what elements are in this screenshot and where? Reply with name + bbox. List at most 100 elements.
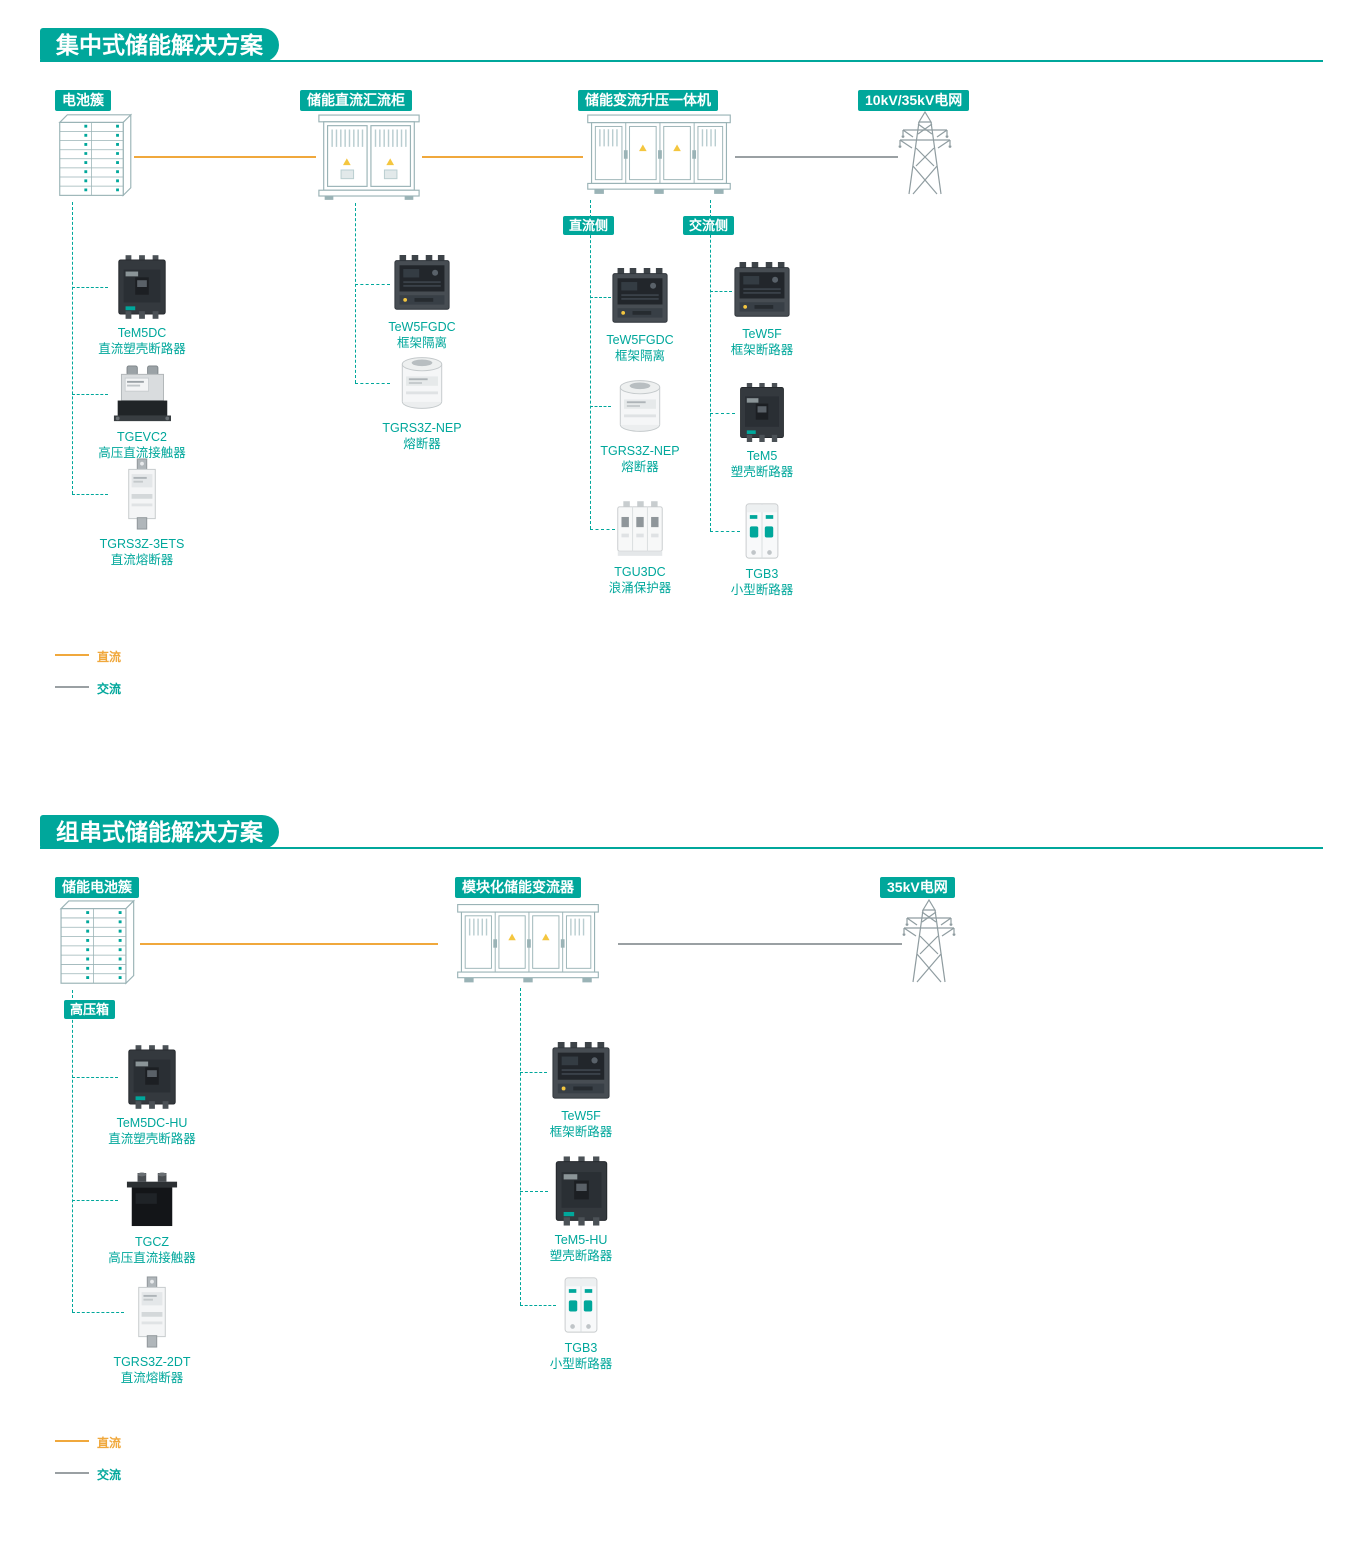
product-desc: 直流塑壳断路器: [108, 1132, 196, 1146]
product-desc: 框架断路器: [549, 1125, 613, 1139]
product-name: TGEVC2: [116, 430, 167, 444]
node-label-pcs-booster: 储能变流升压一体机: [578, 90, 718, 111]
product-name: TeM5-HU: [554, 1233, 608, 1247]
dashed-connector: [590, 406, 611, 407]
dashed-connector: [520, 1191, 548, 1192]
product-name: TGB3: [564, 1341, 598, 1355]
node-label-ess-battery-cluster: 储能电池簇: [55, 877, 139, 898]
transmission-tower-icon: [902, 898, 956, 986]
ac-side-tag: 交流侧: [683, 216, 735, 235]
product-name: TeM5: [746, 449, 778, 463]
dashed-connector: [710, 200, 711, 531]
product-tgrs3z-nep-dc: TGRS3Z-NEP 熔断器: [578, 375, 702, 475]
legend-ac-label: 交流: [97, 682, 122, 696]
dc-line-battery-to-combiner: [134, 156, 316, 158]
acb-icon: [549, 1042, 613, 1102]
product-desc: 直流熔断器: [120, 1371, 184, 1385]
dashed-connector: [710, 413, 735, 414]
legend-ac-label: 交流: [97, 1468, 122, 1482]
battery-rack-icon: [48, 898, 138, 990]
dashed-connector: [520, 1305, 556, 1306]
product-name: TGRS3Z-3ETS: [99, 537, 185, 551]
mcb-icon: [740, 502, 784, 560]
product-name: TGRS3Z-2DT: [113, 1355, 191, 1369]
product-desc: 塑壳断路器: [549, 1249, 613, 1263]
acb-icon: [391, 255, 453, 313]
product-tew5fgdc: TeW5FGDC 框架隔离: [360, 255, 484, 351]
dashed-connector: [72, 287, 108, 288]
product-tgcz: TGCZ 高压直流接触器: [90, 1172, 214, 1266]
dashed-connector: [590, 529, 615, 530]
product-desc: 框架断路器: [730, 343, 794, 357]
dashed-connector: [520, 988, 521, 1305]
product-tew5f-2: TeW5F 框架断路器: [519, 1042, 643, 1140]
product-tew5f: TeW5F 框架断路器: [700, 262, 824, 358]
section-1-title: 集中式储能解决方案: [40, 28, 279, 62]
product-name: TGCZ: [134, 1235, 170, 1249]
product-desc: 直流塑壳断路器: [98, 342, 186, 356]
pcs-container-icon: [583, 108, 735, 200]
dc-line-combiner-to-pcs: [422, 156, 583, 158]
product-desc: 框架隔离: [614, 349, 665, 363]
product-name: TGU3DC: [614, 565, 666, 579]
product-tem5: TeM5 塑壳断路器: [700, 383, 824, 480]
contactor-icon: [125, 1172, 179, 1228]
product-tgu3dc: TGU3DC 浪涌保护器: [578, 500, 702, 596]
product-tgrs3z-2dt: TGRS3Z-2DT 直流熔断器: [90, 1276, 214, 1386]
dashed-connector: [72, 1200, 118, 1201]
section-2-title: 组串式储能解决方案: [40, 815, 279, 849]
product-name: TGRS3Z-NEP: [600, 444, 680, 458]
cylindrical-fuse-icon: [612, 375, 668, 437]
product-tew5fgdc-dc: TeW5FGDC 框架隔离: [578, 268, 702, 364]
product-desc: 熔断器: [621, 460, 659, 474]
dashed-connector: [520, 1072, 547, 1073]
contactor-icon: [113, 365, 171, 423]
transmission-tower-icon: [898, 110, 952, 198]
product-tem5dc: TeM5DC 直流塑壳断路器: [80, 255, 204, 357]
dashed-connector: [590, 297, 611, 298]
node-label-battery-cluster: 电池簇: [55, 90, 111, 111]
product-name: TeM5DC: [117, 326, 167, 340]
legend-ac-line: [55, 1472, 89, 1474]
node-label-grid-35kv: 35kV电网: [880, 877, 955, 898]
ac-line-pcs-to-grid: [735, 156, 898, 158]
product-desc: 框架隔离: [396, 336, 447, 350]
product-desc: 高压直流接触器: [108, 1251, 196, 1265]
product-name: TGRS3Z-NEP: [382, 421, 462, 435]
dashed-connector: [355, 383, 390, 384]
product-tgb3: TGB3 小型断路器: [700, 502, 824, 598]
blade-fuse-icon: [133, 1276, 171, 1348]
product-name: TeW5F: [561, 1109, 601, 1123]
node-label-grid: 10kV/35kV电网: [858, 90, 970, 111]
dc-combiner-cabinet-icon: [316, 110, 422, 203]
product-desc: 小型断路器: [549, 1357, 613, 1371]
mccb-icon: [550, 1156, 613, 1226]
dashed-connector: [72, 1077, 118, 1078]
spd-icon: [615, 500, 665, 558]
node-label-dc-combiner: 储能直流汇流柜: [300, 90, 412, 111]
ac-line-pcs-to-grid: [618, 943, 902, 945]
product-tgb3-2: TGB3 小型断路器: [519, 1276, 643, 1372]
product-tgrs3z-3ets: TGRS3Z-3ETS 直流熔断器: [80, 458, 204, 568]
dashed-connector: [72, 394, 108, 395]
acb-icon: [609, 268, 671, 326]
dashed-connector: [355, 284, 390, 285]
blade-fuse-icon: [123, 458, 161, 530]
product-name: TeW5FGDC: [606, 333, 674, 347]
legend-dc-line: [55, 1440, 89, 1442]
section-2-rule: [40, 847, 1323, 849]
dashed-connector: [72, 990, 73, 1312]
dashed-connector: [710, 531, 740, 532]
mccb-icon: [735, 383, 789, 442]
dashed-connector: [355, 203, 356, 383]
product-desc: 直流熔断器: [110, 553, 174, 567]
product-tem5-hu: TeM5-HU 塑壳断路器: [519, 1156, 643, 1264]
section-1-rule: [40, 60, 1323, 62]
mccb-icon: [113, 255, 171, 319]
dc-side-tag: 直流侧: [563, 216, 615, 235]
product-desc: 浪涌保护器: [608, 581, 672, 595]
legend-ac-line: [55, 686, 89, 688]
dashed-connector: [590, 200, 591, 529]
hv-box-tag: 高压箱: [64, 1000, 116, 1019]
